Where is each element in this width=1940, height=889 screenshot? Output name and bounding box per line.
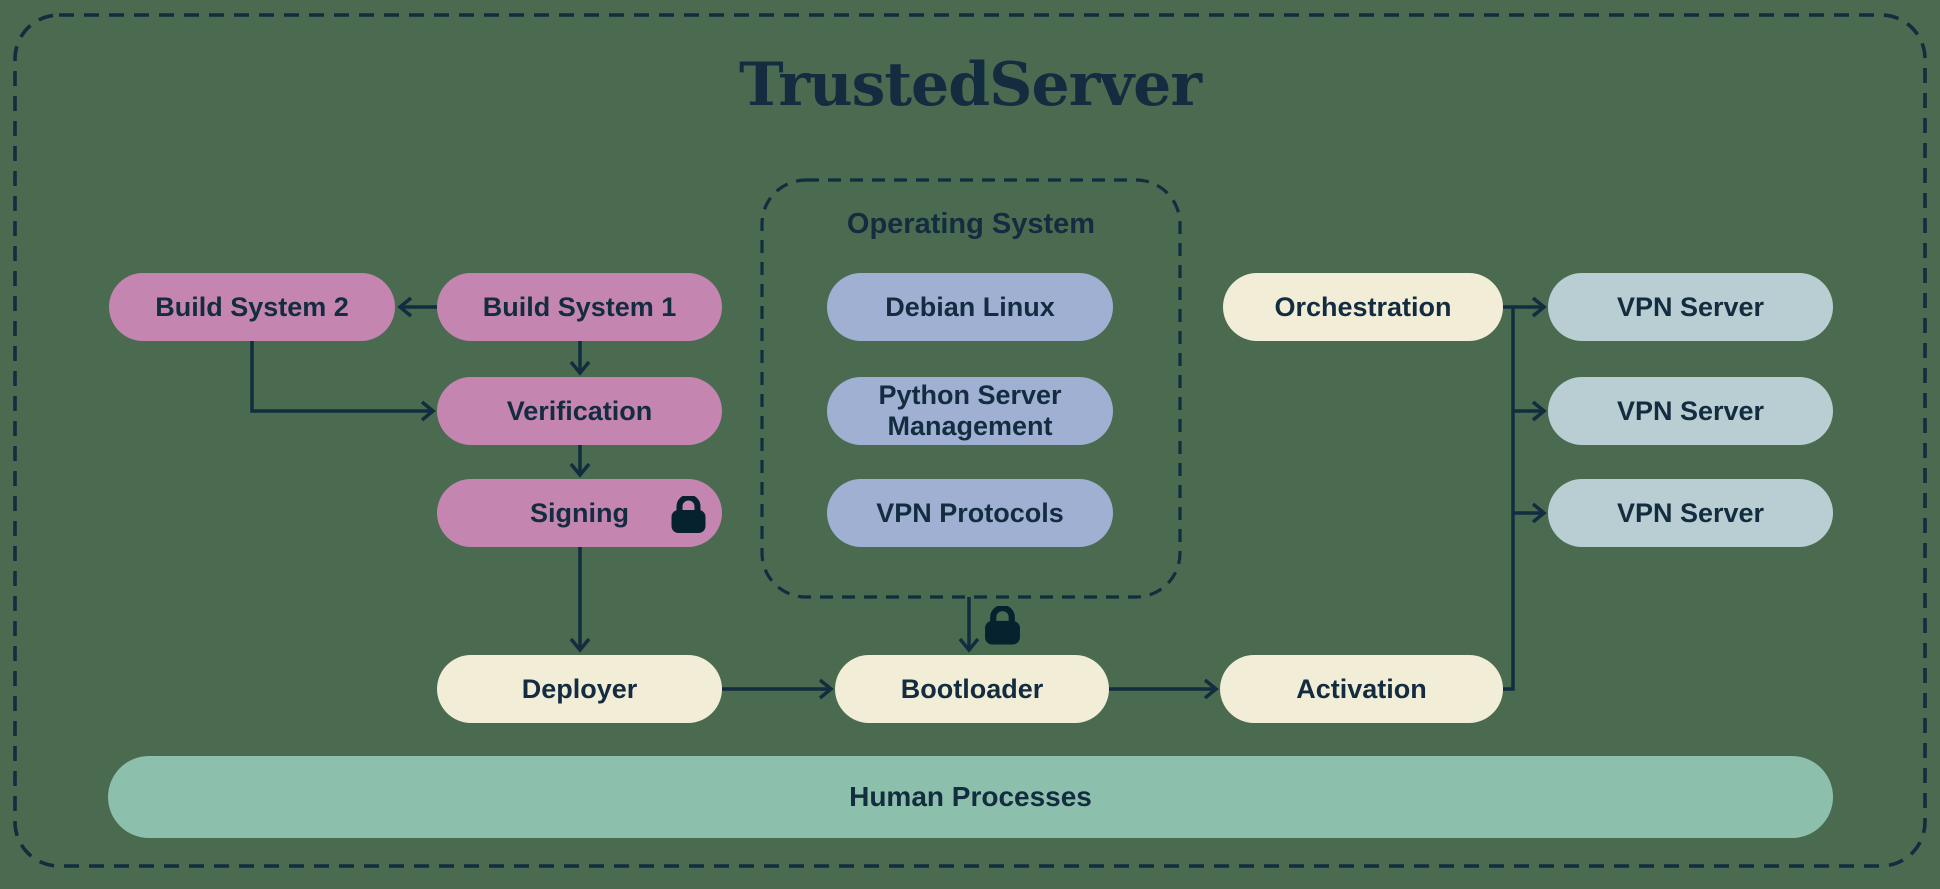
- node-bootloader: Bootloader: [835, 655, 1109, 723]
- node-label: VPN Server: [1616, 395, 1765, 426]
- node-orchestration: Orchestration: [1223, 273, 1503, 341]
- arrow-build2-to-verification: [250, 341, 436, 422]
- operating-system-dashed-border: [760, 178, 1182, 599]
- lock-icon: [671, 496, 706, 533]
- node-deployer: Deployer: [437, 655, 722, 723]
- node-debian-linux: Debian Linux: [827, 273, 1113, 341]
- human-processes-label: Human Processes: [849, 781, 1092, 812]
- node-label: VPN Server: [1616, 497, 1765, 528]
- outer-dashed-border: [13, 13, 1927, 868]
- node-vpn-protocols: VPN Protocols: [827, 479, 1113, 547]
- node-label: VPN Server: [1616, 291, 1765, 322]
- node-label: Python Server Management: [878, 380, 1062, 441]
- node-label: Build System 1: [482, 291, 677, 322]
- node-verification: Verification: [437, 377, 722, 445]
- operating-system-group-title: Operating System: [846, 208, 1096, 240]
- trunk-activation-to-orchestration: [1503, 307, 1515, 691]
- node-build-system-1: Build System 1: [437, 273, 722, 341]
- node-vpn-server-3: VPN Server: [1548, 479, 1833, 547]
- node-label: Verification: [506, 395, 653, 426]
- node-label: VPN Protocols: [876, 497, 1064, 528]
- node-label: Debian Linux: [885, 291, 1055, 322]
- node-label: Orchestration: [1274, 291, 1452, 322]
- node-label: Build System 2: [155, 291, 349, 322]
- node-label: Activation: [1296, 673, 1427, 704]
- node-label: Deployer: [521, 673, 638, 704]
- node-vpn-server-1: VPN Server: [1548, 273, 1833, 341]
- node-vpn-server-2: VPN Server: [1548, 377, 1833, 445]
- lock-icon: [985, 606, 1020, 645]
- node-python-server-management: Python Server Management: [827, 377, 1113, 445]
- node-label: Signing: [530, 497, 629, 528]
- node-build-system-2: Build System 2: [109, 273, 395, 341]
- node-label: Bootloader: [900, 673, 1044, 704]
- diagram-title: TrustedServer: [739, 50, 1202, 120]
- node-activation: Activation: [1220, 655, 1503, 723]
- human-processes-bar: Human Processes: [108, 756, 1833, 838]
